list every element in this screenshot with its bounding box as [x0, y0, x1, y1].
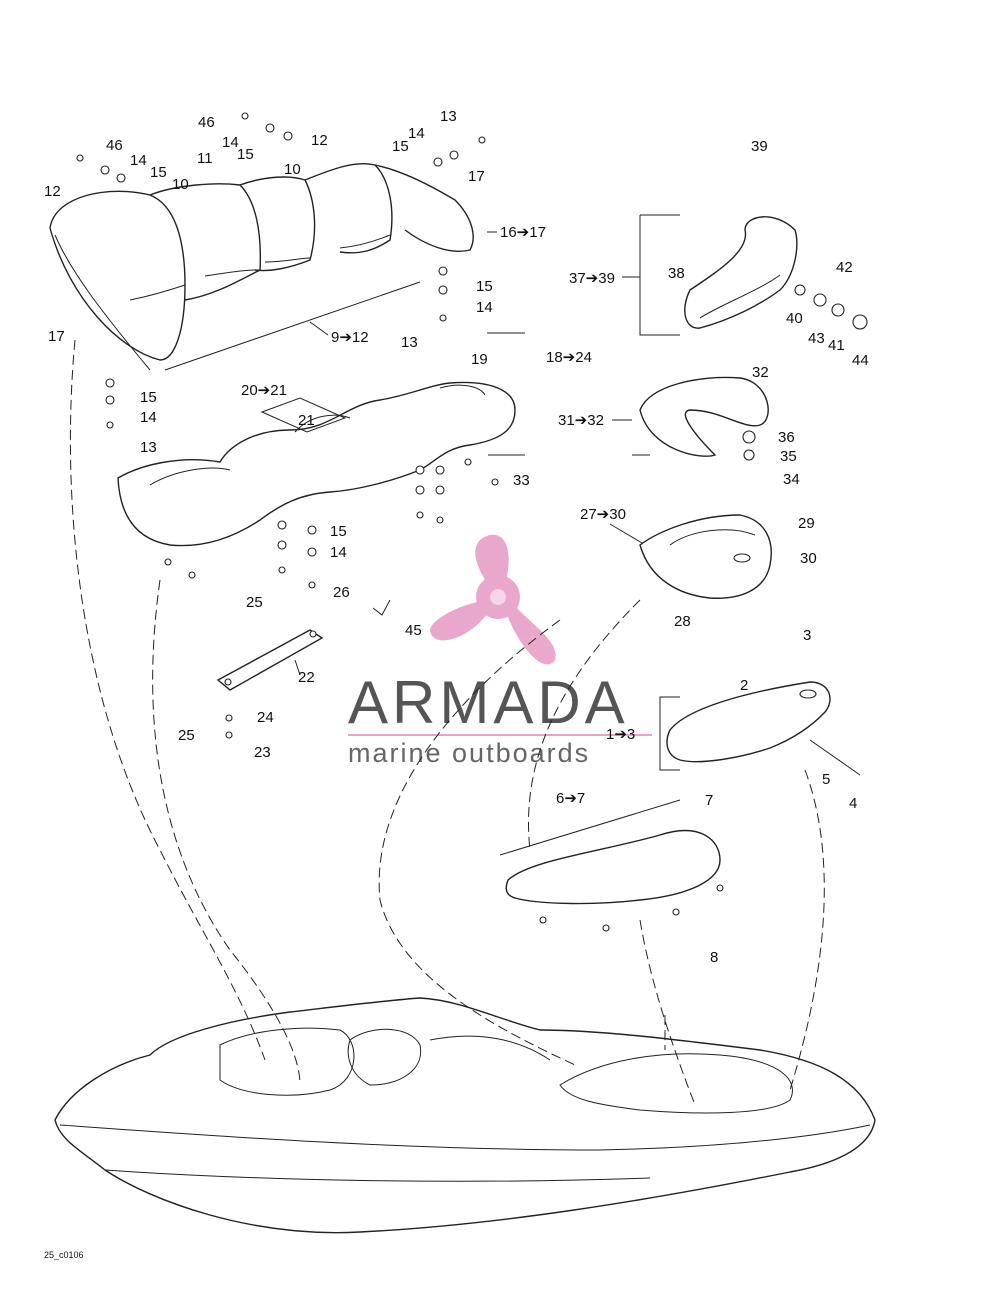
callout-label: 25: [246, 594, 263, 611]
callout-label: 9➔12: [331, 329, 369, 346]
callout-label: 41: [828, 337, 845, 354]
callout-label: 14: [476, 299, 493, 316]
callout-label: 1➔3: [606, 726, 635, 743]
callout-label: 7: [705, 792, 713, 809]
callout-label: 33: [513, 472, 530, 489]
callout-label: 18➔24: [546, 349, 592, 366]
callout-label: 36: [778, 429, 795, 446]
callout-label: 14: [330, 544, 347, 561]
handle-assembly: [622, 214, 868, 336]
callout-label: 26: [333, 584, 350, 601]
callout-label: 11: [197, 150, 213, 167]
boat-hull: [54, 997, 876, 1234]
callout-label: 15: [330, 523, 347, 540]
callout-label: 46: [198, 114, 215, 131]
callout-label: 14: [408, 125, 425, 142]
seat-base-assembly: [117, 381, 516, 547]
callout-label: 28: [674, 613, 691, 630]
callout-label: 27➔30: [580, 506, 626, 523]
callout-label: 29: [798, 515, 815, 532]
seat-cover-assembly: [49, 163, 474, 371]
callout-label: 17: [48, 328, 65, 345]
callout-label: 34: [783, 471, 800, 488]
callout-label: 46: [106, 137, 123, 154]
callout-label: 12: [44, 183, 61, 200]
rear-handle: [659, 681, 861, 776]
callout-label: 13: [440, 108, 457, 125]
callout-label: 5: [822, 771, 830, 788]
callout-label: 24: [257, 709, 274, 726]
callout-label: 13: [401, 334, 418, 351]
assembly-leader-lines: [69, 339, 825, 1106]
callout-label: 14: [222, 134, 239, 151]
callout-label: 45: [405, 622, 422, 639]
storage-box: [609, 514, 772, 599]
callout-label: 44: [852, 352, 869, 369]
callout-label: 35: [780, 448, 797, 465]
callout-label: 12: [311, 132, 328, 149]
callout-label: 31➔32: [558, 412, 604, 429]
callout-label: 13: [140, 439, 157, 456]
callout-label: 42: [836, 259, 853, 276]
bracket-22: [216, 629, 324, 691]
callout-label: 19: [471, 351, 488, 368]
callout-label: 15: [237, 146, 254, 163]
callout-label: 15: [150, 164, 167, 181]
brand-tagline: marine outboards: [348, 738, 590, 768]
fasteners: [76, 112, 724, 932]
label-leaders: [294, 231, 650, 676]
callout-label: 3: [803, 627, 811, 644]
callout-label: 15: [140, 389, 157, 406]
callout-label: 6➔7: [556, 790, 585, 807]
callout-label: 4: [849, 795, 857, 812]
callout-label: 32: [752, 364, 769, 381]
callout-label: 15: [392, 138, 409, 155]
callout-label: 10: [284, 161, 301, 178]
callout-label: 30: [800, 550, 817, 567]
callout-label: 21: [298, 412, 315, 429]
callout-label: 43: [808, 330, 825, 347]
callout-label: 14: [140, 409, 157, 426]
callout-label: 2: [740, 677, 748, 694]
brand-name: ARMADA: [348, 669, 629, 736]
callout-label: 16➔17: [500, 224, 546, 241]
callout-label: 23: [254, 744, 271, 761]
callout-label: 10: [172, 176, 189, 193]
callout-label: 37➔39: [569, 270, 615, 287]
propeller-logo: [430, 534, 556, 665]
callout-label: 15: [476, 278, 493, 295]
callout-label: 25: [178, 727, 195, 744]
seat-pad: [499, 799, 721, 905]
callout-labels: 46 14 15 12 10 11 12 10 17 46 14 15 13 1…: [44, 108, 869, 966]
callout-label: 14: [130, 152, 147, 169]
callout-label: 38: [668, 265, 685, 282]
callout-label: 40: [786, 310, 803, 327]
callout-label: 17: [468, 168, 485, 185]
callout-label: 22: [298, 669, 315, 686]
callout-label: 8: [710, 949, 718, 966]
callout-label: 20➔21: [241, 382, 287, 399]
diagram-reference-code: 25_c0106: [44, 1250, 84, 1260]
callout-label: 39: [751, 138, 768, 155]
u-handle: [612, 376, 769, 461]
